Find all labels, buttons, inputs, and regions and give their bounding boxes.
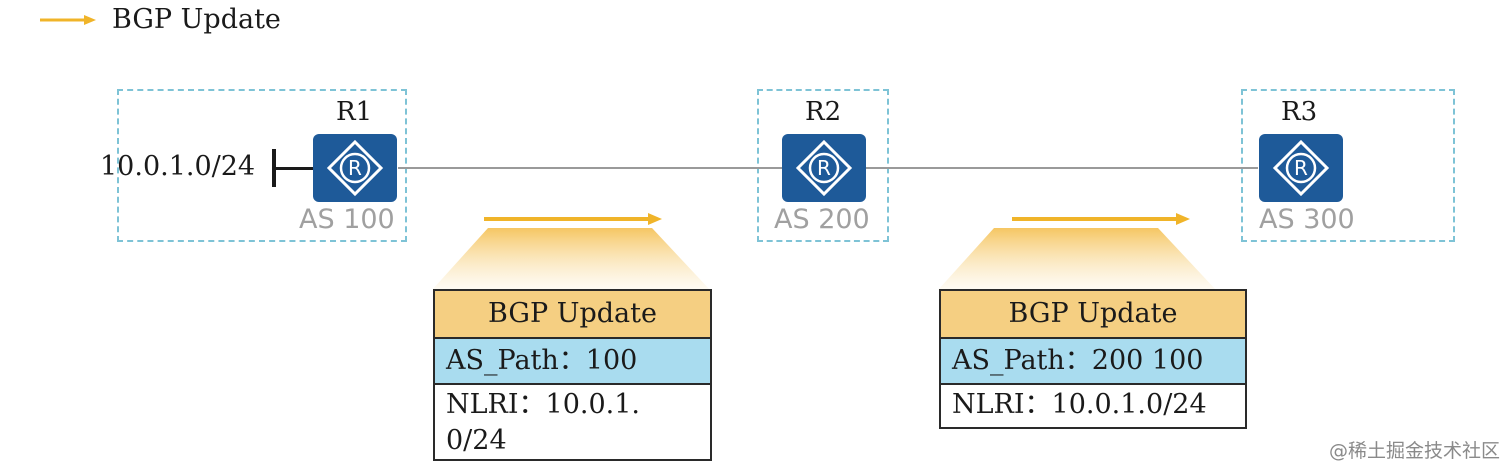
update-flow-arrow-icon [1012,213,1190,225]
network-prefix-label: 10.0.1.0/24 [100,151,256,182]
as-label-100: AS 100 [299,204,395,235]
router-icon: R [1272,139,1330,197]
update-beam [432,228,710,290]
router-r1[interactable]: R [313,134,397,202]
router-icon: R [326,139,384,197]
as-zone-200 [757,89,889,242]
as-zone-100 [117,89,407,242]
as-label-300: AS 300 [1259,204,1355,235]
bgp-update-box-2: BGP Update AS_Path：200 100 NLRI：10.0.1.0… [939,289,1247,429]
svg-text:R: R [348,156,362,180]
router-name-r2: R2 [805,97,842,127]
update-header: BGP Update [941,291,1245,339]
router-icon: R [795,139,853,197]
update-flow-arrow-icon [484,213,662,225]
update-header: BGP Update [435,291,710,339]
router-r2[interactable]: R [782,134,866,202]
svg-text:R: R [1294,156,1308,180]
as-label-200: AS 200 [774,204,870,235]
nlri-row: NLRI：10.0.1.0/24 [952,389,1207,420]
bgp-update-box-1: BGP Update AS_Path：100 NLRI：10.0.1.0/24 [433,289,712,461]
router-name-r3: R3 [1281,97,1318,127]
svg-text:R: R [817,156,831,180]
as-path-row: AS_Path：200 100 [941,339,1245,385]
legend-arrow-icon [40,15,96,25]
router-r3[interactable]: R [1259,134,1343,202]
watermark: @稀土掘金技术社区 [1328,440,1500,462]
nlri-row: NLRI：10.0.1.0/24 [446,389,641,456]
network-stub-line [275,167,315,170]
legend-label: BGP Update [112,4,281,35]
network-stub-bar [272,149,276,187]
as-zone-300 [1241,89,1455,242]
router-name-r1: R1 [336,97,373,127]
update-beam [938,228,1216,290]
as-path-row: AS_Path：100 [435,339,710,385]
